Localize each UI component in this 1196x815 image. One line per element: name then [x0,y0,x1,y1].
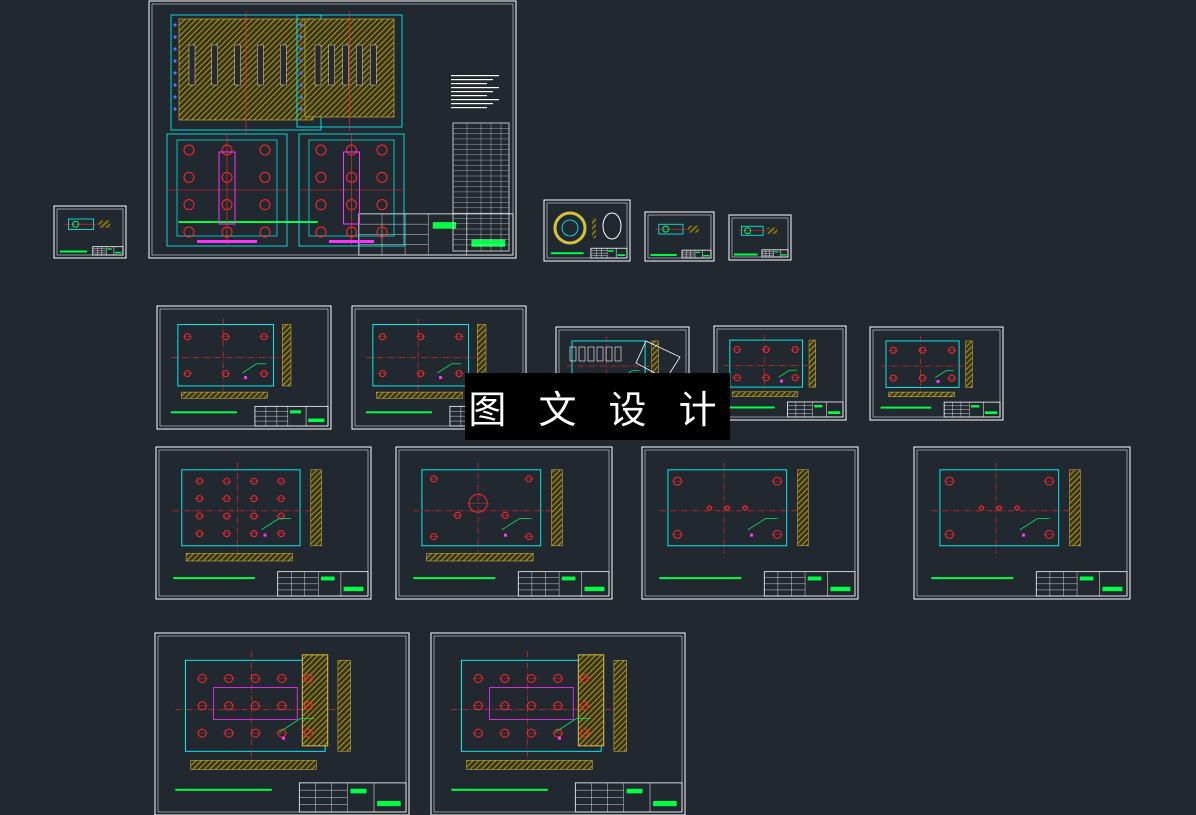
drawing-sheet-plate-r3-3[interactable] [641,446,859,600]
watermark-label: 图 文 设 计 [465,373,730,440]
drawing-sheet-part-small-left[interactable] [53,205,127,259]
drawing-sheet-part-small-2[interactable] [644,211,715,262]
drawing-sheet-plate-r2-4[interactable] [713,325,847,421]
drawing-sheet-assembly-drawing[interactable] [148,0,517,259]
drawing-sheet-plate-r3-4[interactable] [913,446,1131,600]
drawing-sheet-plate-r4-1[interactable] [154,632,410,815]
drawing-sheet-part-small-3[interactable] [728,214,792,261]
drawing-sheet-part-ring[interactable] [543,199,631,262]
drawing-sheet-plate-r3-1[interactable] [155,446,372,600]
drawing-sheet-plate-r4-2[interactable] [430,632,686,815]
drawing-sheet-plate-r2-5[interactable] [869,326,1004,421]
drawing-sheet-plate-r2-1[interactable] [156,305,332,430]
drawing-sheet-plate-r3-2[interactable] [395,446,613,600]
